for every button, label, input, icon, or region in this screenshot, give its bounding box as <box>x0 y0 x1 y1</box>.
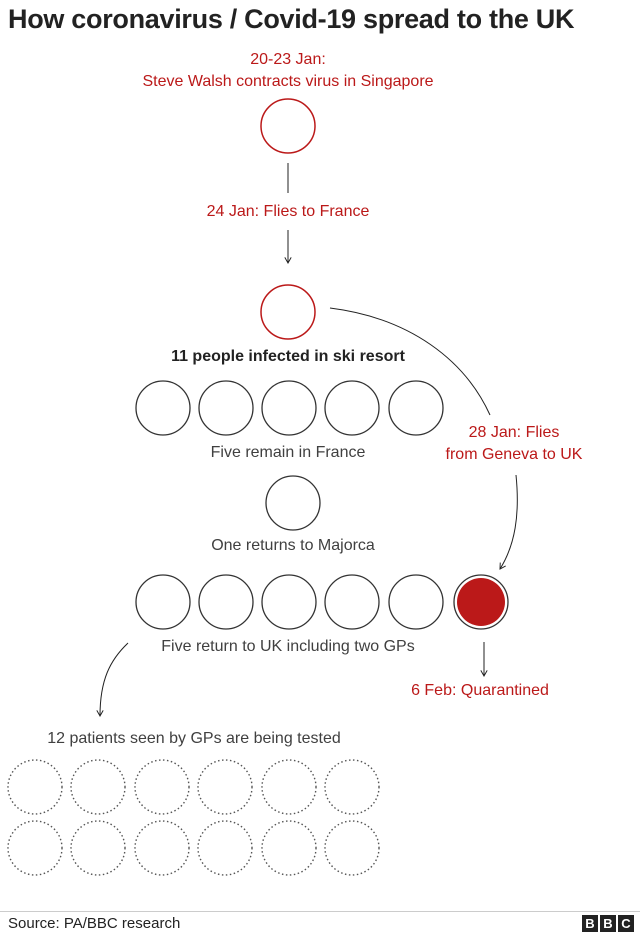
ski-resort-heading: 11 people infected in ski resort <box>171 348 405 365</box>
source-text: Source: PA/BBC research <box>8 915 181 932</box>
return-uk-line2: from Geneva to UK <box>445 446 583 463</box>
bbc-logo: B B C <box>582 915 634 932</box>
person-icon-tested <box>134 820 190 876</box>
arrow-to-patients <box>96 642 129 717</box>
logo-letter: B <box>582 915 598 932</box>
person-icon-tested <box>324 759 380 815</box>
person-icon-france-group <box>261 380 317 436</box>
person-icon-uk-group <box>135 574 191 630</box>
arrow-to-uk <box>499 474 518 570</box>
france-group-label: Five remain in France <box>210 444 366 461</box>
majorca-group-label: One returns to Majorca <box>211 537 375 554</box>
origin-date: 20-23 Jan: <box>250 51 326 68</box>
logo-letter: B <box>600 915 616 932</box>
origin-event: Steve Walsh contracts virus in Singapore <box>142 73 434 90</box>
person-icon-tested <box>70 759 126 815</box>
return-uk-line1: 28 Jan: Flies <box>468 424 560 441</box>
person-icon-france <box>260 284 316 340</box>
step-flies-to-france: 24 Jan: Flies to France <box>206 203 370 220</box>
logo-letter: C <box>618 915 634 932</box>
person-icon-tested <box>197 759 253 815</box>
person-icon-france-group <box>198 380 254 436</box>
person-icon-tested <box>7 759 63 815</box>
person-icon-tested <box>261 820 317 876</box>
footer-divider <box>0 911 640 912</box>
person-icon-uk-group <box>261 574 317 630</box>
person-icon-tested <box>197 820 253 876</box>
person-icon-tested <box>7 820 63 876</box>
person-icon-uk-group <box>324 574 380 630</box>
person-icon-tested <box>261 759 317 815</box>
person-icon-origin <box>260 98 316 154</box>
quarantine-label: 6 Feb: Quarantined <box>411 682 549 699</box>
person-icon-quarantined <box>453 574 509 630</box>
person-icon-tested <box>70 820 126 876</box>
person-icon-france-group <box>135 380 191 436</box>
person-icon-tested <box>134 759 190 815</box>
connector-lines <box>96 163 518 717</box>
page-title: How coronavirus / Covid-19 spread to the… <box>8 4 575 34</box>
curve-to-geneva-label <box>329 307 491 416</box>
patients-label: 12 patients seen by GPs are being tested <box>47 730 341 747</box>
uk-group-label: Five return to UK including two GPs <box>161 638 415 655</box>
person-icon-majorca <box>265 475 321 531</box>
person-icon-uk-group <box>388 574 444 630</box>
person-icon-tested <box>324 820 380 876</box>
person-icon-uk-group <box>198 574 254 630</box>
person-icon-france-group <box>324 380 380 436</box>
person-icon-france-group <box>388 380 444 436</box>
